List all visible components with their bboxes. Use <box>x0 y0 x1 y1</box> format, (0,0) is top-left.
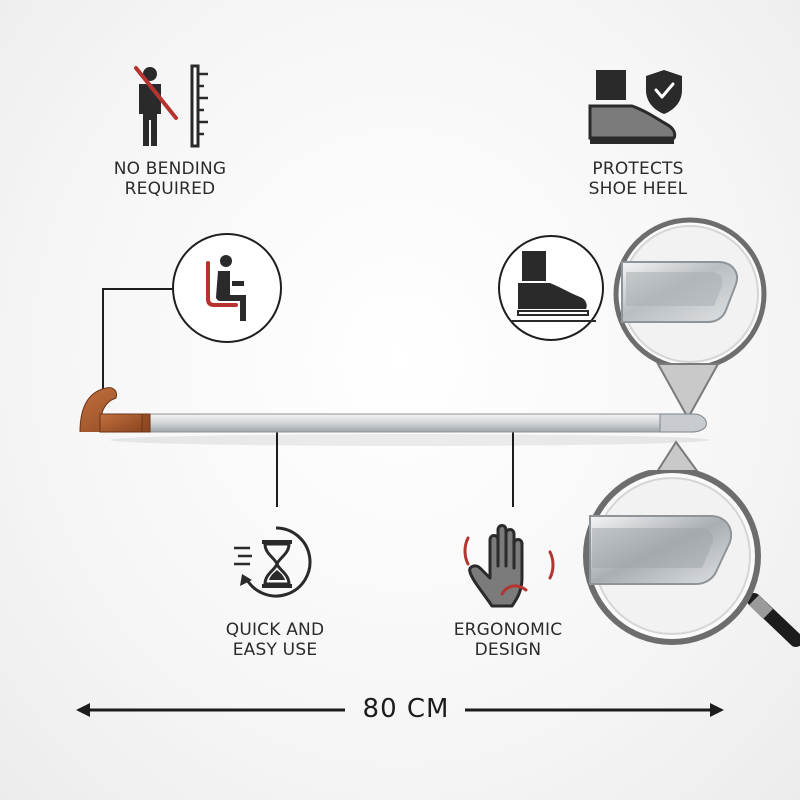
protects-heel-line1: PROTECTS <box>592 159 684 179</box>
seated-person-badge <box>172 233 282 343</box>
shoehorn-product <box>79 387 710 446</box>
ergonomic-label: ERGONOMIC DESIGN <box>433 620 583 660</box>
no-bending-label: NO BENDING REQUIRED <box>95 159 245 199</box>
quick-easy-label: QUICK AND EASY USE <box>200 620 350 660</box>
ergonomic-line1: ERGONOMIC <box>453 620 563 640</box>
quick-easy-line1: QUICK AND <box>225 620 325 640</box>
seated-person-icon <box>206 255 246 321</box>
protects-heel-label: PROTECTS SHOE HEEL <box>563 159 713 199</box>
magnifier-pointer-top <box>656 363 720 420</box>
no-bending-line1: NO BENDING <box>113 159 227 179</box>
ergonomic-line2: DESIGN <box>474 640 542 660</box>
hand-icon <box>462 518 558 608</box>
seated-connector-line <box>102 288 172 392</box>
heel-detail-magnifier-top <box>612 216 768 372</box>
hourglass-icon <box>232 522 320 606</box>
shoe-icon <box>510 251 596 322</box>
quick-easy-line2: EASY USE <box>232 640 318 660</box>
arrow-left-icon <box>76 703 90 717</box>
no-bending-person-icon <box>130 62 212 150</box>
shoe-badge <box>498 235 604 341</box>
heel-detail-magnifier-bottom <box>576 470 800 660</box>
arrow-right-icon <box>710 703 724 717</box>
shoe-shield-icon <box>586 66 690 146</box>
protects-heel-line2: SHOE HEEL <box>588 179 688 199</box>
length-measurement: 80 CM <box>362 694 450 724</box>
no-bending-line2: REQUIRED <box>124 179 216 199</box>
